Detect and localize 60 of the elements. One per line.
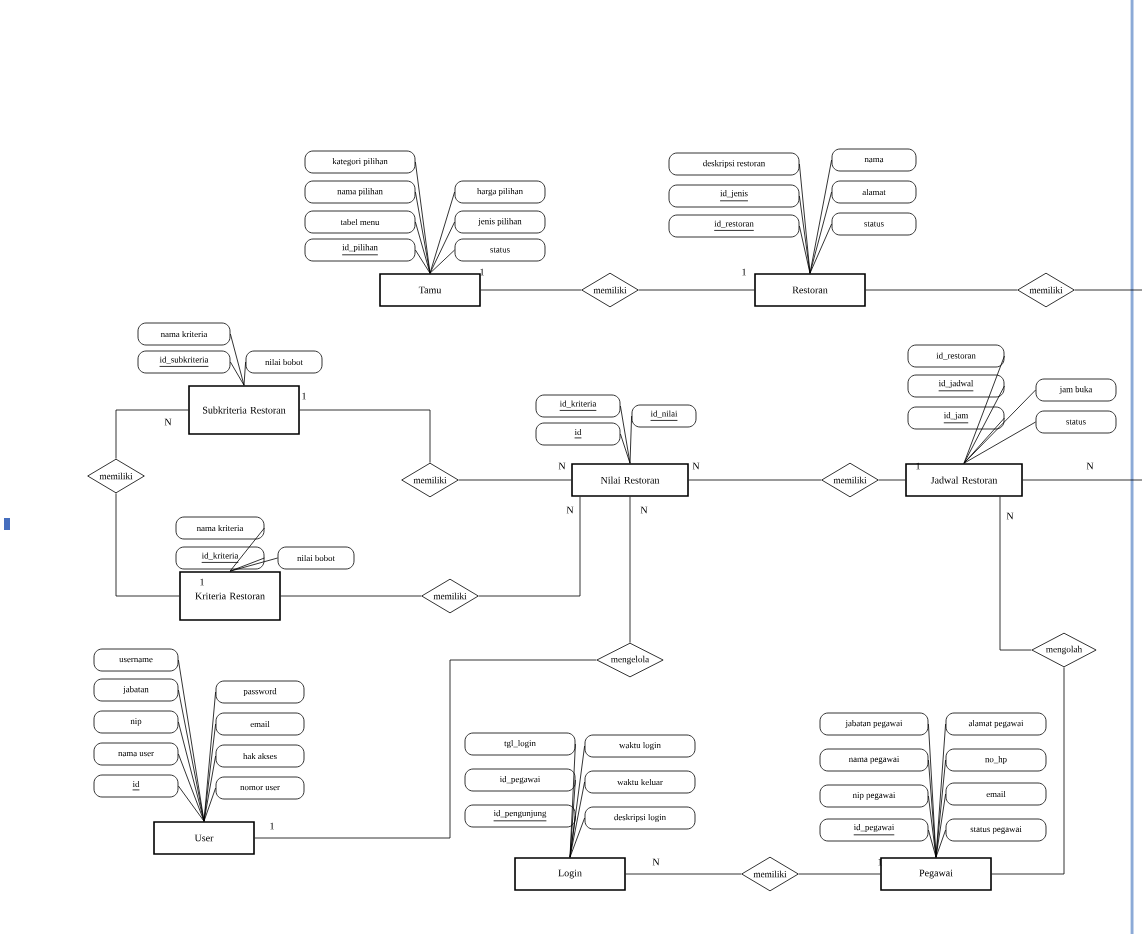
- attribute-line: [178, 785, 205, 822]
- connector-line: [115, 409, 189, 459]
- attribute-line: [963, 417, 1005, 464]
- connector-line: [878, 479, 906, 481]
- attribute-line: [620, 405, 631, 464]
- attribute-line: [935, 759, 946, 858]
- attribute-line: [203, 691, 216, 822]
- attribute-line: [243, 361, 246, 386]
- connector-line: [254, 659, 597, 839]
- attribute-line: [963, 355, 1005, 464]
- attribute-line: [415, 191, 431, 274]
- attribute-line: [963, 389, 1036, 464]
- attribute-line: [178, 753, 205, 822]
- attribute-line: [620, 433, 631, 464]
- connector-line: [638, 289, 755, 291]
- attribute-line: [230, 333, 245, 386]
- connector-line: [865, 289, 1018, 291]
- connector-line: [629, 496, 631, 643]
- attribute-line: [429, 249, 455, 274]
- attribute-line: [963, 421, 1036, 464]
- attribute-line: [799, 225, 811, 274]
- connector-line: [688, 479, 822, 481]
- attribute-line: [429, 221, 455, 274]
- attribute-line: [629, 415, 632, 464]
- attribute-line: [569, 743, 576, 858]
- connector-line: [1074, 289, 1142, 291]
- attribute-line: [178, 721, 205, 822]
- attribute-line: [799, 195, 811, 274]
- connector-line: [1022, 479, 1142, 481]
- connector-line: [625, 873, 742, 875]
- attribute-line: [569, 817, 585, 858]
- attribute-line: [928, 795, 937, 858]
- connector-line: [999, 496, 1032, 651]
- attribute-line: [809, 191, 832, 274]
- connector-line: [480, 289, 582, 291]
- attribute-line: [429, 191, 455, 274]
- connector-line: [991, 667, 1065, 875]
- attribute-line: [203, 787, 216, 822]
- attribute-line: [928, 829, 937, 858]
- attribute-line: [809, 223, 832, 274]
- attribute-line: [230, 361, 245, 386]
- connector-line: [280, 595, 422, 597]
- connector-line: [798, 873, 881, 875]
- connector-line: [458, 479, 572, 481]
- attribute-line: [935, 829, 946, 858]
- attribute-line: [809, 159, 832, 274]
- attribute-line: [229, 527, 265, 572]
- attribute-line: [569, 779, 576, 858]
- attribute-line: [203, 755, 216, 822]
- attribute-line: [935, 793, 946, 858]
- attribute-line: [569, 781, 585, 858]
- attribute-line: [229, 557, 278, 572]
- connector-line: [299, 409, 431, 463]
- connector-line: [115, 493, 180, 597]
- attribute-line: [963, 385, 1005, 464]
- attribute-line: [229, 557, 265, 572]
- attribute-line: [415, 249, 431, 274]
- attribute-line: [178, 689, 205, 822]
- attribute-line: [415, 221, 431, 274]
- connector-line: [478, 496, 581, 597]
